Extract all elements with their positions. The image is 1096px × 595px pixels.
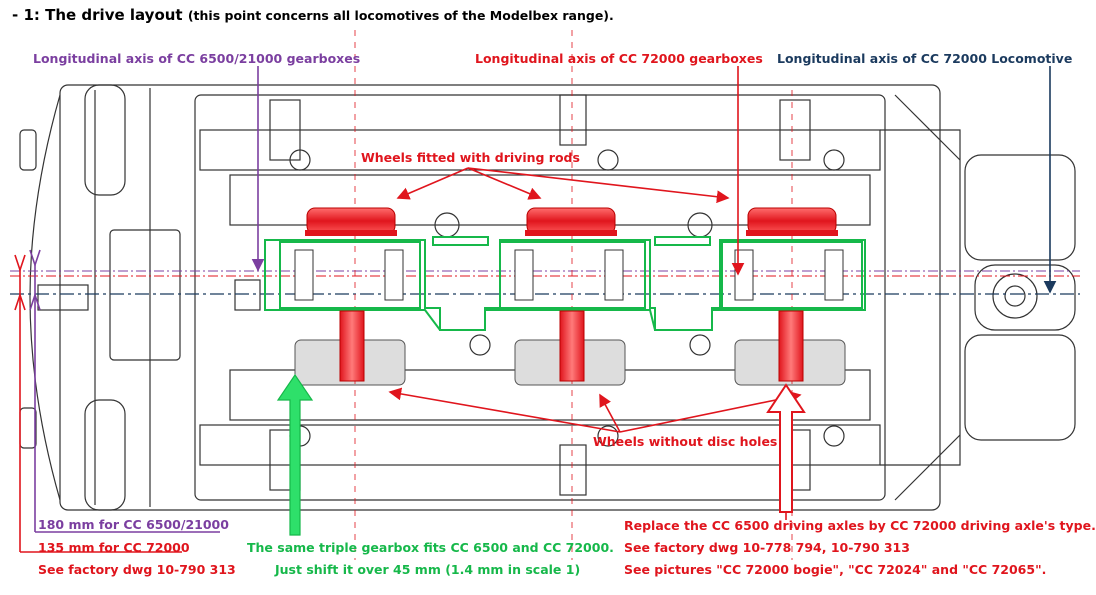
label-replace-line3: See pictures "CC 72000 bogie", "CC 72024… [624,562,1047,577]
title-note: (this point concerns all locomotives of … [187,8,614,23]
label-dim-180: 180 mm for CC 6500/21000 [38,517,229,532]
label-axis-72000-gearboxes: Longitudinal axis of CC 72000 gearboxes [475,51,763,66]
label-axis-72000-locomotive: Longitudinal axis of CC 72000 Locomotive [777,51,1073,66]
triple-gearbox-outline [264,236,866,331]
label-dim-135: 135 mm for CC 72000 [38,540,190,555]
label-replace-line1: Replace the CC 6500 driving axles by CC … [624,518,1096,533]
driving-rod-wheels [305,207,838,236]
locomotive-chassis [19,84,1076,511]
label-wheels-driving-rods: Wheels fitted with driving rods [361,150,580,165]
annotation-arrows [14,66,1057,553]
label-replace-line2: See factory dwg 10-778 794, 10-790 313 [624,540,910,555]
page-title: - 1: The drive layout (this point concer… [12,6,614,24]
label-gearbox-line2: Just shift it over 45 mm (1.4 mm in scal… [275,562,581,577]
label-wheels-without-disc-holes: Wheels without disc holes [593,434,778,449]
label-axis-6500: Longitudinal axis of CC 6500/21000 gearb… [33,51,361,66]
label-gearbox-line1: The same triple gearbox fits CC 6500 and… [247,540,614,555]
driving-axles [339,310,804,382]
label-see-dwg-left: See factory dwg 10-790 313 [38,562,236,577]
title-main: - 1: The drive layout [12,6,183,24]
